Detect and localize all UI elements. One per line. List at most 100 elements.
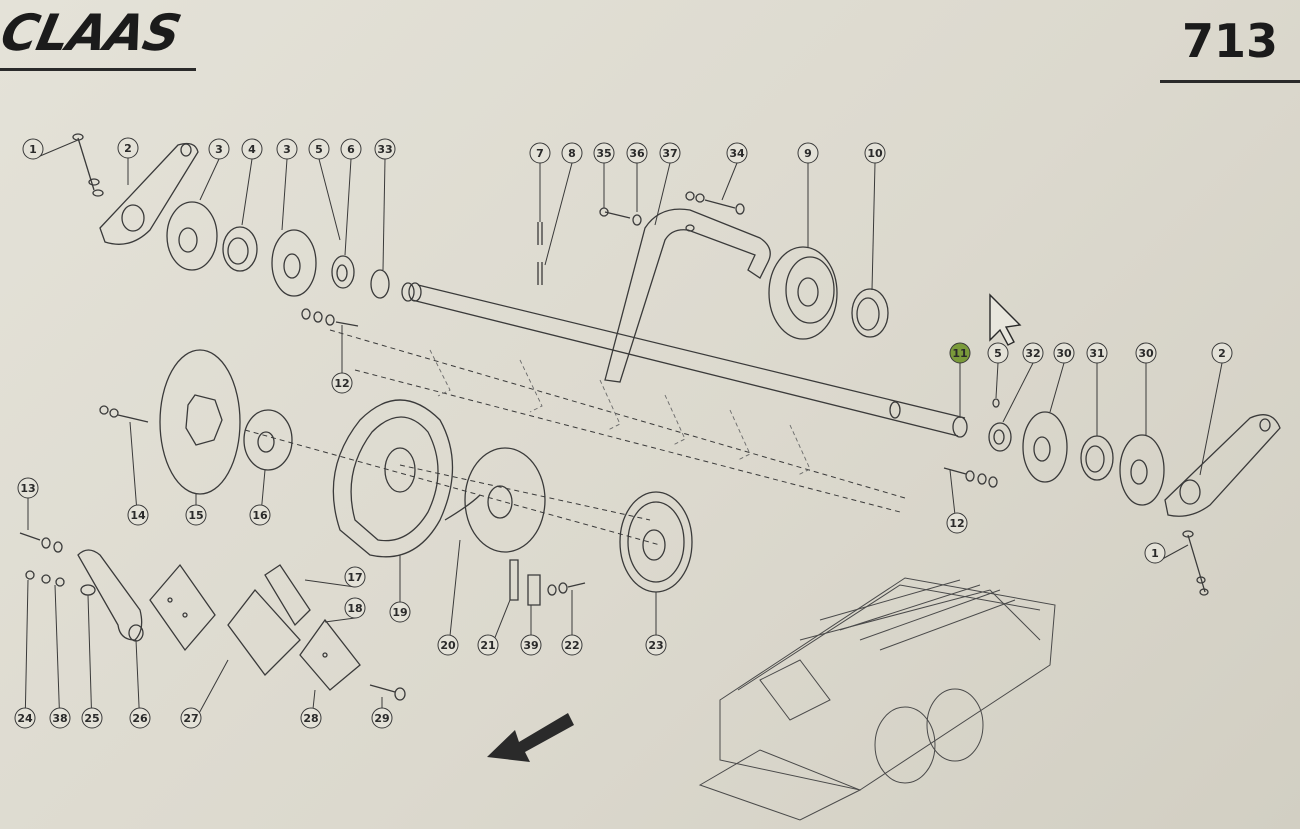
callout-label: 28 [303,712,318,725]
callout-8: 8 [544,142,583,266]
callout-2: 2 [117,137,139,185]
callout-label: 27 [183,712,198,725]
callout-circle [645,634,667,656]
callout-circle [529,142,551,164]
callout-label: 35 [596,147,611,160]
callout-circle [344,597,366,619]
callout-39: 39 [520,605,542,656]
callout-circle [561,634,583,656]
callout-7: 7 [529,142,551,222]
pulley-23 [619,491,693,593]
callout-label: 9 [804,147,812,160]
leader-line [654,162,671,226]
callout-label: 7 [536,147,544,160]
callout-30: 30 [1135,342,1157,435]
callout-10: 10 [864,142,886,291]
callout-circle [1144,542,1166,564]
callout-circle [49,707,71,729]
leader-line [199,158,220,201]
callout-label: 3 [215,143,223,156]
callout-circle [344,566,366,588]
callout-circle [1086,342,1108,364]
ring-33 [370,269,415,302]
baler-overview-sketch [698,577,1056,821]
callout-12: 12 [331,325,353,394]
bolt-1-upper [72,133,104,197]
callout-circle [374,138,396,160]
callout-24: 24 [14,579,36,729]
disc-30a [1022,411,1068,483]
bolt-35 [599,207,642,226]
bolt-14 [99,405,149,423]
callout-circle [949,342,971,364]
leader-line [87,594,93,729]
callout-label: 20 [440,639,456,652]
callout-label: 14 [130,509,146,522]
callout-27: 27 [180,659,229,729]
callout-circle [241,138,263,160]
callout-1: 1 [1144,542,1189,564]
callout-circle [987,342,1009,364]
callout-label: 21 [480,639,495,652]
callout-circle [1135,342,1157,364]
callout-5: 5 [987,342,1009,399]
callout-11: 11 [949,342,971,418]
leader-line [304,579,356,588]
callout-circle [249,504,271,526]
callout-label: 15 [188,509,203,522]
leader-line [241,158,253,226]
callout-circle [520,634,542,656]
washers-24-38-25 [25,570,96,596]
leader-line [24,579,29,729]
leader-line [721,162,738,201]
callout-36: 36 [626,142,648,212]
bracket-27b [227,588,301,676]
callout-13: 13 [17,477,39,530]
callout-label: 34 [729,147,745,160]
callout-circle [946,512,968,534]
callout-18: 18 [324,597,366,623]
pulley-19 [332,399,454,558]
callout-label: 30 [1056,347,1072,360]
callout-circle [308,138,330,160]
callout-circle [22,138,44,160]
callout-label: 26 [132,712,148,725]
callout-label: 23 [648,639,663,652]
bolt-1-lower [1182,530,1209,596]
callout-label: 17 [347,571,362,584]
callout-label: 5 [994,347,1002,360]
bolt-13 [19,532,63,553]
callout-23: 23 [645,592,667,656]
callout-12: 12 [946,469,968,534]
callout-6: 6 [340,138,362,256]
leader-line [324,617,356,623]
leader-line [544,162,573,266]
page-number-underline [1160,80,1300,83]
callout-circle [797,142,819,164]
callout-circle [1053,342,1075,364]
callout-circle [389,601,411,623]
bracket-28 [299,618,361,691]
callout-label: 33 [377,143,392,156]
bolt-12-lower [943,467,998,488]
seal-ring-10 [851,288,889,338]
pin-5-lower [992,398,1000,408]
callout-circle [726,142,748,164]
sprocket-disc-9 [768,246,838,340]
callout-17: 17 [304,566,366,588]
callout-14: 14 [127,421,149,526]
mouse-cursor [989,293,1022,346]
callout-circle [180,707,202,729]
callout-32: 32 [1002,342,1044,423]
callout-4: 4 [241,138,263,226]
callout-21: 21 [477,599,511,656]
callout-label: 25 [84,712,99,725]
leader-line [871,162,876,291]
logo-underline [0,68,196,71]
callout-22: 22 [561,590,583,656]
callout-circle [276,138,298,160]
pins-21-39-22 [509,559,586,606]
callout-label: 39 [523,639,538,652]
hub-16 [243,409,293,471]
